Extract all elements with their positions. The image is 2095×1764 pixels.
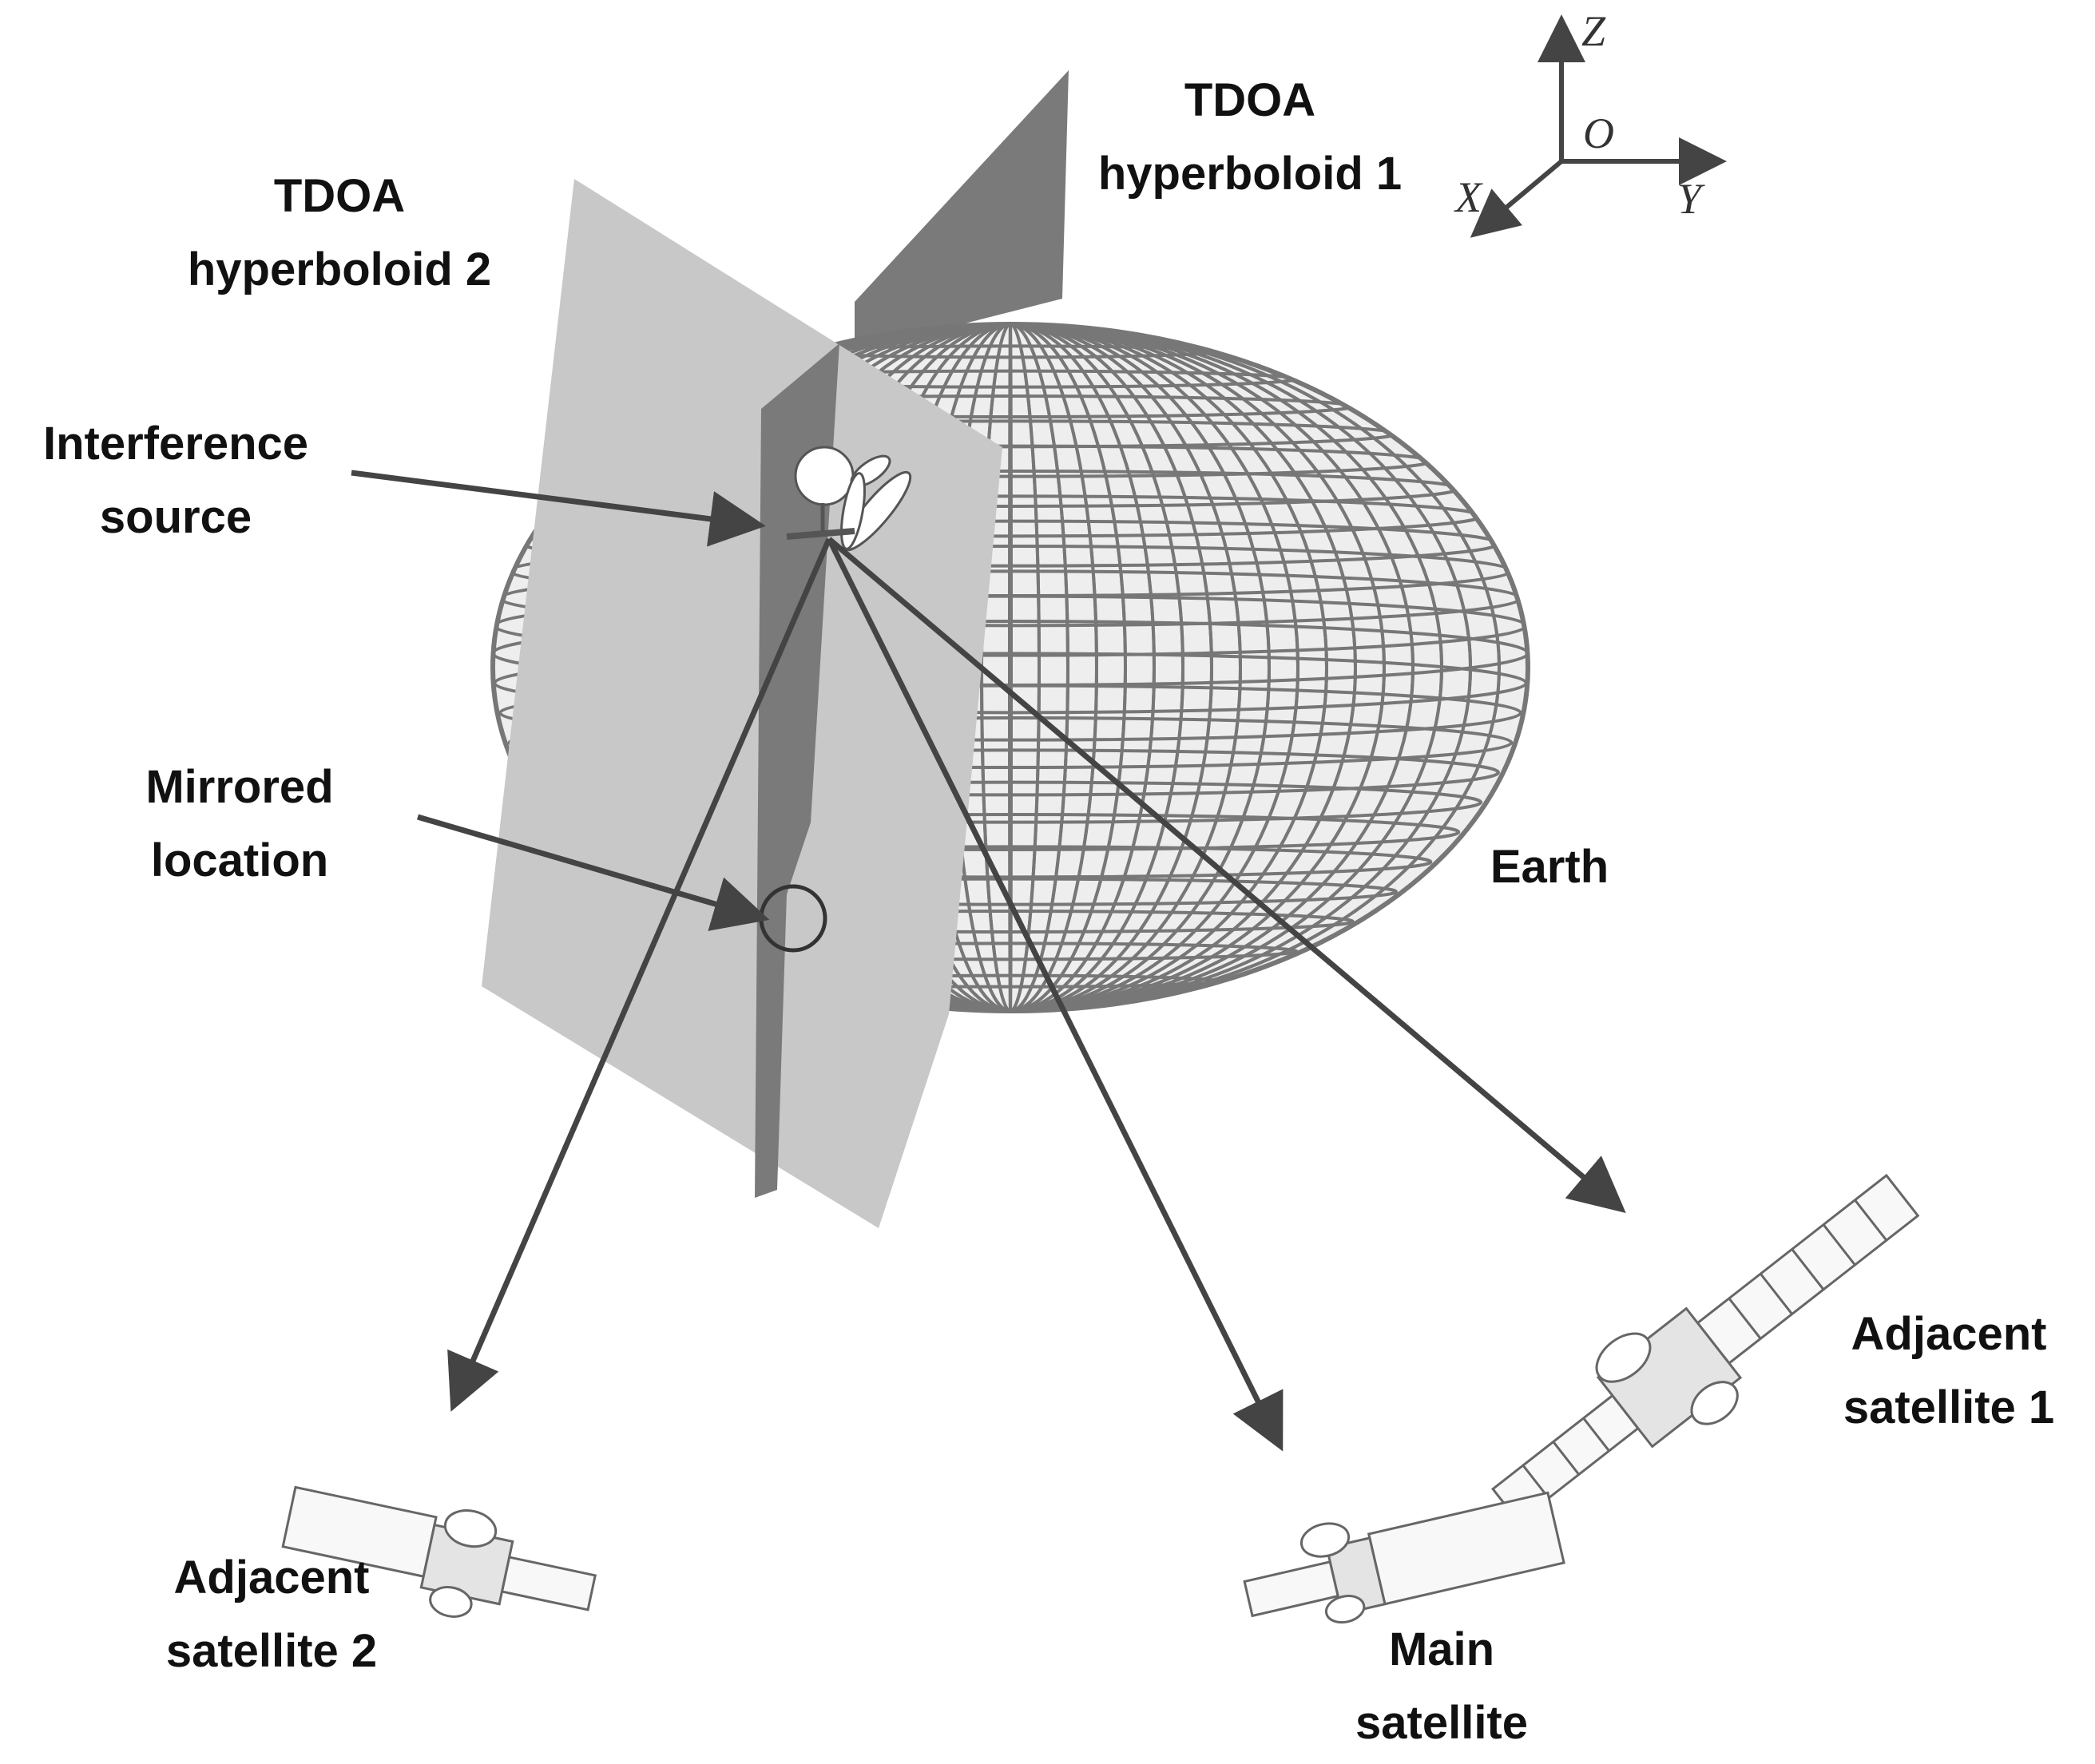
arrow-mirrored-pointer xyxy=(417,814,770,931)
axis-label-x: X xyxy=(1455,173,1482,221)
label-adjacent-satellite-2: Adjacent satellite 2 xyxy=(128,1541,415,1688)
label-tdoa-hyperboloid-2: TDOA hyperboloid 2 xyxy=(160,160,519,307)
tdoa-hyperboloid-1-back xyxy=(855,70,1069,351)
label-tdoa-hyperboloid-1: TDOA hyperboloid 1 xyxy=(1082,64,1418,211)
arrow-to-main-satellite xyxy=(826,537,1284,1452)
label-tdoa-hyperboloid-1-line1: TDOA xyxy=(1184,74,1316,126)
label-adjacent-satellite-1: Adjacent satellite 1 xyxy=(1805,1298,2093,1445)
arrow-to-adjacent-satellite-2 xyxy=(447,537,832,1412)
axis-label-z: Z xyxy=(1581,7,1606,55)
adjacent-satellite-2-icon xyxy=(281,1485,597,1618)
label-adjacent-satellite-2-line1: Adjacent xyxy=(173,1552,370,1603)
label-earth: Earth xyxy=(1446,830,1653,904)
label-interference-source-line1: Interference xyxy=(42,418,309,470)
coordinate-axes xyxy=(1470,14,1727,238)
axis-x xyxy=(1470,159,1563,238)
label-main-satellite-line1: Main xyxy=(1388,1623,1495,1675)
axis-label-o: O xyxy=(1583,109,1614,157)
axis-label-y: Y xyxy=(1677,175,1702,223)
label-interference-source: Interference source xyxy=(8,407,343,554)
tdoa-hyperboloid-2 xyxy=(482,179,1002,1228)
label-adjacent-satellite-2-line2: satellite 2 xyxy=(165,1625,378,1677)
label-tdoa-hyperboloid-1-line2: hyperboloid 1 xyxy=(1097,148,1403,200)
arrow-to-adjacent-satellite-1 xyxy=(827,537,1626,1214)
arrow-interference-pointer xyxy=(351,470,766,547)
label-adjacent-satellite-1-line2: satellite 1 xyxy=(1843,1381,2055,1433)
label-earth-text: Earth xyxy=(1490,841,1609,893)
interference-source-antenna xyxy=(786,446,912,552)
label-main-satellite: Main satellite xyxy=(1310,1613,1573,1760)
adjacent-satellite-1-icon xyxy=(1491,1173,1920,1524)
label-main-satellite-line2: satellite xyxy=(1355,1697,1528,1749)
label-interference-source-line2: source xyxy=(99,491,252,543)
label-adjacent-satellite-1-line1: Adjacent xyxy=(1851,1308,2047,1360)
label-tdoa-hyperboloid-2-line1: TDOA xyxy=(273,170,406,222)
label-mirrored-location-line1: Mirrored xyxy=(145,761,334,813)
main-satellite-icon xyxy=(1243,1491,1565,1624)
label-mirrored-location: Mirrored location xyxy=(96,751,383,898)
label-mirrored-location-line2: location xyxy=(150,834,329,886)
label-tdoa-hyperboloid-2-line2: hyperboloid 2 xyxy=(187,244,492,295)
